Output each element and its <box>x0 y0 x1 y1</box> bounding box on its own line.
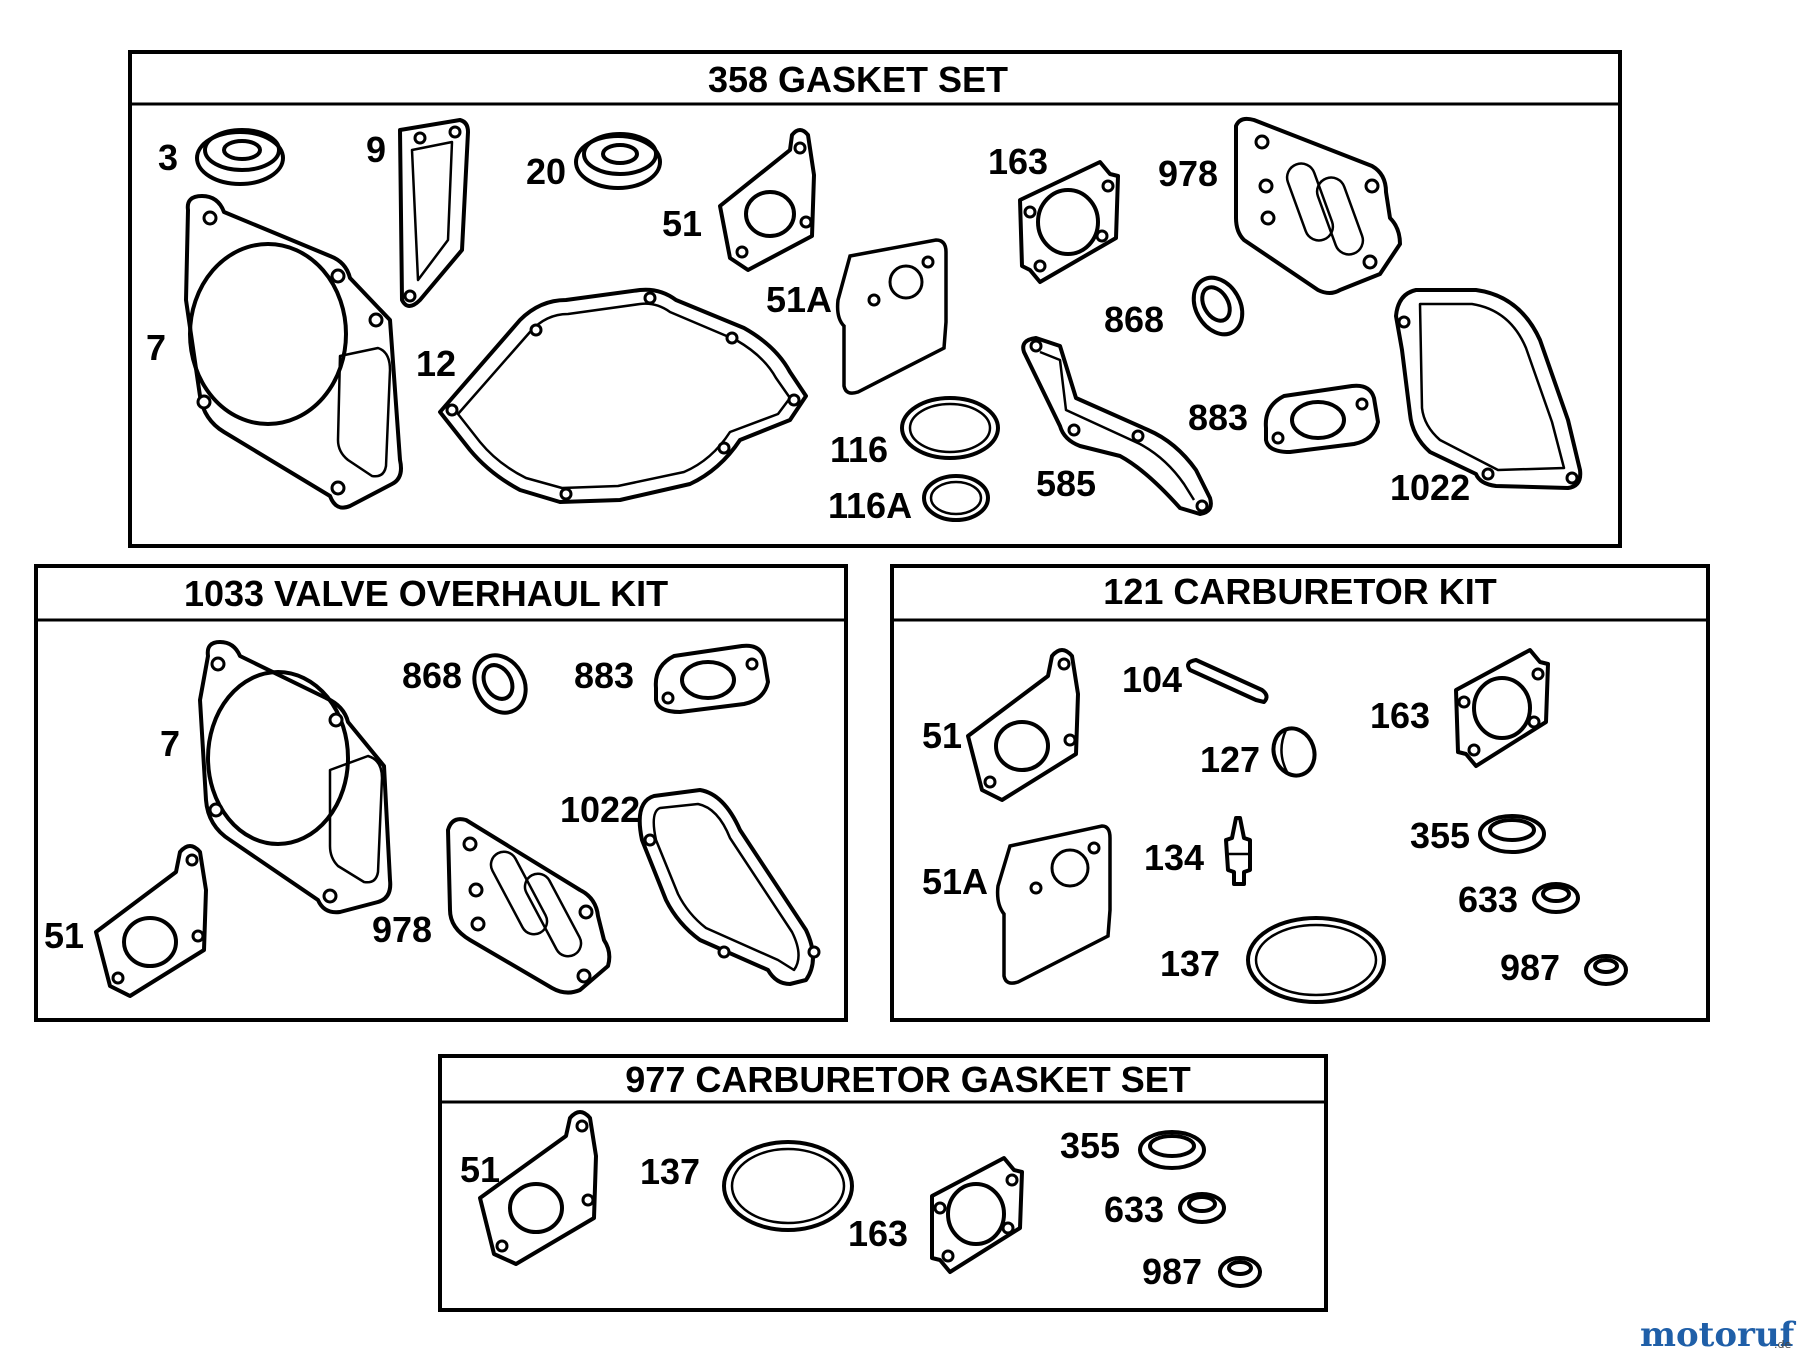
gasket-part-978 <box>446 817 612 995</box>
cylinder-head-gasket-part-7 <box>184 194 403 510</box>
part-label: 355 <box>1410 815 1470 856</box>
part-label: 633 <box>1104 1189 1164 1230</box>
gasket-part-163 <box>1454 648 1550 768</box>
part-label: 633 <box>1458 879 1518 920</box>
washer-part-355 <box>1138 1130 1206 1170</box>
part-label: 20 <box>526 151 566 192</box>
cylinder-head-gasket-part-7 <box>198 640 393 915</box>
gasket-part-9 <box>398 118 470 308</box>
part-label: 987 <box>1500 947 1560 988</box>
washer-part-987 <box>1218 1256 1262 1288</box>
oil-seal-part-3 <box>195 128 285 186</box>
part-label: 51 <box>460 1149 500 1190</box>
carburetor-plate-part-51A <box>835 238 948 395</box>
part-label: 51A <box>922 861 988 902</box>
o-ring-part-116 <box>900 396 1000 460</box>
part-label: 12 <box>416 343 456 384</box>
kit-carburetor-121: 121 CARBURETOR KIT 51 104 127 <box>890 564 1710 1022</box>
washer-part-355 <box>1478 814 1546 854</box>
part-label: 137 <box>640 1151 700 1192</box>
part-label: 883 <box>1188 397 1248 438</box>
part-label: 1022 <box>1390 467 1470 508</box>
part-label: 51 <box>662 203 702 244</box>
watermark-domain: .de <box>1774 1338 1791 1351</box>
part-label: 116A <box>828 485 912 526</box>
part-label: 51 <box>922 715 962 756</box>
welch-plug-part-127 <box>1271 726 1317 778</box>
float-needle-part-134 <box>1224 816 1252 886</box>
part-label: 868 <box>1104 299 1164 340</box>
gasket-part-1022 <box>1394 288 1583 490</box>
part-label: 7 <box>160 723 180 764</box>
gasket-part-163 <box>930 1156 1024 1274</box>
kit-title: 977 CARBURETOR GASKET SET <box>625 1059 1190 1100</box>
carburetor-gasket-part-51 <box>966 648 1080 802</box>
part-label: 51 <box>44 915 84 956</box>
part-label: 104 <box>1122 659 1182 700</box>
gasket-part-1022 <box>637 788 821 986</box>
part-label: 1022 <box>560 789 640 830</box>
part-label: 978 <box>372 909 432 950</box>
part-label: 355 <box>1060 1125 1120 1166</box>
part-label: 163 <box>848 1213 908 1254</box>
part-label: 116 <box>830 429 888 470</box>
gasket-part-883 <box>1263 383 1380 454</box>
kit-title: 121 CARBURETOR KIT <box>1103 571 1496 612</box>
kit-gasket-set-358: 358 GASKET SET 3 9 20 <box>128 50 1622 548</box>
valve-seal-part-868 <box>1191 275 1245 337</box>
pin-part-104 <box>1186 658 1269 704</box>
part-label: 127 <box>1200 739 1260 780</box>
watermark-logo: motoruf .de <box>1640 1315 1797 1355</box>
carburetor-plate-part-51A <box>995 824 1112 985</box>
carburetor-gasket-part-51 <box>718 128 816 272</box>
gasket-part-978 <box>1234 116 1402 295</box>
watermark-brand: motoruf <box>1640 1315 1797 1355</box>
kit-title: 358 GASKET SET <box>708 59 1008 100</box>
part-label: 585 <box>1036 463 1096 504</box>
gasket-part-585 <box>1021 336 1213 516</box>
valve-seal-part-868 <box>472 653 528 715</box>
part-label: 163 <box>988 141 1048 182</box>
part-label: 883 <box>574 655 634 696</box>
part-label: 7 <box>146 327 166 368</box>
gasket-part-883 <box>653 643 770 714</box>
o-ring-part-137 <box>1246 916 1386 1004</box>
part-label: 868 <box>402 655 462 696</box>
crankcase-gasket-part-12 <box>438 287 808 504</box>
part-label: 137 <box>1160 943 1220 984</box>
kit-valve-overhaul-1033: 1033 VALVE OVERHAUL KIT 7 868 883 <box>34 564 848 1022</box>
part-label: 134 <box>1144 837 1204 878</box>
oil-seal-part-20 <box>574 132 662 190</box>
o-ring-part-116A <box>922 474 990 522</box>
washer-part-633 <box>1178 1192 1226 1224</box>
part-label: 51A <box>766 279 832 320</box>
part-label: 163 <box>1370 695 1430 736</box>
kit-carburetor-gasket-set-977: 977 CARBURETOR GASKET SET 51 137 163 <box>438 1054 1328 1312</box>
carburetor-gasket-part-51 <box>94 844 208 998</box>
o-ring-part-137 <box>722 1140 854 1232</box>
part-label: 987 <box>1142 1251 1202 1292</box>
part-label: 3 <box>158 137 178 178</box>
washer-part-633 <box>1532 882 1580 914</box>
washer-part-987 <box>1584 954 1628 986</box>
kit-title: 1033 VALVE OVERHAUL KIT <box>184 573 668 614</box>
part-label: 9 <box>366 129 386 170</box>
carburetor-gasket-part-51 <box>478 1110 598 1266</box>
part-label: 978 <box>1158 153 1218 194</box>
gasket-part-163 <box>1018 160 1120 284</box>
